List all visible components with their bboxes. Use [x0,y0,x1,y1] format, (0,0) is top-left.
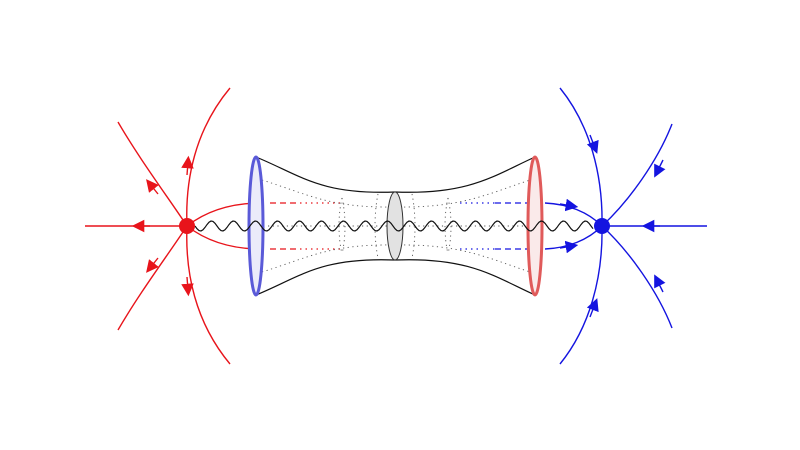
right-field-line-throat-lower-arrow [559,240,579,254]
left-charge-red [179,218,195,234]
left-field-lines-inside [270,202,340,250]
right-field-line-lower-right-arrow [654,274,666,293]
right-field-line-throat-upper-arrow [559,198,579,212]
left-field-line-upper-left-arrow [146,179,159,195]
right-field-line-upper-right-arrow [654,159,666,178]
right-field-lines [544,87,707,365]
left-field-line-lower-left-arrow [146,257,159,273]
wormhole-outline-top [255,156,536,193]
left-field-line-lower-left [117,225,188,331]
wavy-string [194,220,594,232]
left-field-line-down-arrow [181,276,194,297]
wormhole-right-mouth [526,155,544,297]
right-field-line-down-arrow [586,298,599,318]
left-field-line-upper-left [117,121,188,227]
right-charge-blue [594,218,610,234]
right-field-line-throat-upper [544,202,603,227]
wormhole-left-mouth [247,155,265,297]
wormhole-center-ring [386,191,404,261]
left-field-line-throat-upper [186,202,257,227]
left-field-line-down [186,225,231,365]
wormhole-throat [247,155,544,297]
wormhole-outline-bottom [255,259,536,296]
left-field-line-up-arrow [181,155,194,176]
right-field-lines-inside [460,202,528,250]
right-field-line-up-arrow [586,134,599,154]
right-field-line-throat-lower [544,225,603,250]
left-field-line-up [186,87,231,227]
left-field-lines [85,87,257,365]
right-field-line-upper-right [601,123,673,227]
right-field-line-lower-right [601,225,673,329]
